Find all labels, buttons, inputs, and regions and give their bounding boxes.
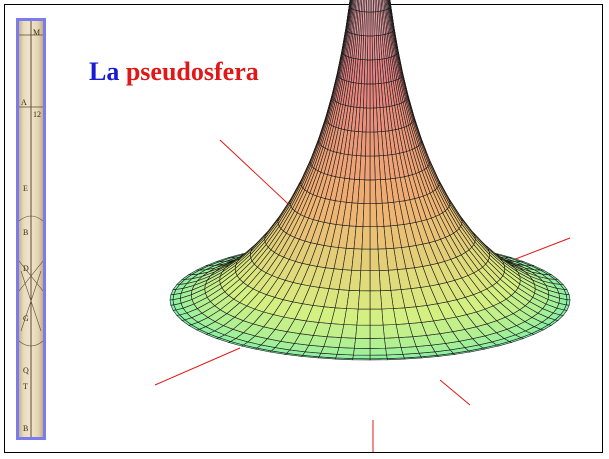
surface-patch — [343, 308, 359, 326]
surface-patch — [369, 337, 386, 349]
title-word-pseudosfera: pseudosfera — [125, 57, 259, 86]
surface-patch — [356, 308, 371, 326]
title-word-la: La — [89, 57, 120, 86]
surface-patch — [369, 131, 375, 157]
surface-patch — [369, 59, 374, 85]
strip-label: A — [21, 98, 27, 107]
surface-patch — [369, 248, 380, 272]
strip-label: Q — [23, 366, 29, 375]
surface-patch — [361, 226, 371, 250]
surface-patch — [369, 107, 375, 133]
strip-label: M — [33, 28, 40, 37]
surface-patch — [338, 337, 356, 349]
surface-patch — [369, 0, 373, 13]
axis-line — [154, 347, 241, 386]
surface-patch — [354, 0, 358, 11]
surface-patch — [366, 83, 371, 109]
surface-patch — [320, 346, 340, 355]
surface-patch — [369, 290, 383, 310]
strip-label: T — [23, 382, 28, 391]
strip-label: B — [23, 228, 28, 237]
surface-patch — [369, 308, 384, 326]
surface-patch — [346, 289, 360, 310]
surface-patch — [365, 131, 371, 157]
surface-patch — [369, 83, 374, 109]
surface-patch — [367, 35, 371, 61]
strip-label: E — [23, 184, 28, 193]
surface-patch — [366, 59, 371, 85]
surface-patch — [360, 248, 371, 272]
strip-label: G — [23, 314, 29, 323]
surface-patch — [336, 347, 355, 356]
surface-patch — [355, 324, 371, 339]
surface-patch — [356, 0, 360, 12]
axis-line — [219, 139, 301, 216]
surface-patch — [369, 347, 387, 356]
strip-label: D — [23, 264, 29, 273]
surface-patch — [380, 289, 394, 310]
strip-label: 12 — [33, 110, 41, 119]
surface-patch — [400, 346, 420, 355]
surface-patch — [359, 270, 371, 292]
surface-patch — [398, 336, 417, 348]
surface-patch — [352, 354, 371, 360]
surface-patch — [357, 290, 371, 310]
surface-patch — [366, 0, 369, 13]
surface-patch — [353, 347, 371, 356]
surface-patch — [385, 347, 404, 356]
surface-patch — [367, 0, 371, 13]
surface-patch — [363, 179, 371, 204]
surface-patch — [381, 308, 397, 326]
surface-patch — [382, 0, 386, 11]
surface-patch — [369, 226, 379, 250]
surface-patch — [354, 337, 371, 349]
surface-patch — [369, 354, 388, 360]
surface-patch — [362, 203, 371, 228]
surface-patch — [364, 155, 371, 181]
surface-patch — [369, 203, 378, 228]
surface-patch — [365, 107, 371, 133]
axis-line — [439, 379, 471, 406]
manuscript-drawing: M A 12E B D G QT B — [19, 21, 43, 437]
surface-patch — [380, 0, 384, 12]
surface-patch — [373, 0, 376, 13]
page-title: La pseudosfera — [89, 57, 259, 87]
surface-patch — [340, 324, 358, 339]
surface-patch — [369, 270, 381, 292]
surface-patch — [369, 155, 376, 181]
strip-label: B — [23, 424, 28, 433]
surface-patch — [369, 35, 373, 61]
surface-patch — [382, 324, 400, 339]
surface-patch — [369, 179, 377, 204]
surface-patch — [364, 0, 367, 13]
surface-patch — [367, 11, 371, 37]
surface-patch — [384, 337, 402, 349]
surface-patch — [323, 336, 342, 348]
surface-patch — [371, 0, 374, 13]
surface-patch — [369, 324, 385, 339]
surface-patch — [369, 11, 373, 37]
